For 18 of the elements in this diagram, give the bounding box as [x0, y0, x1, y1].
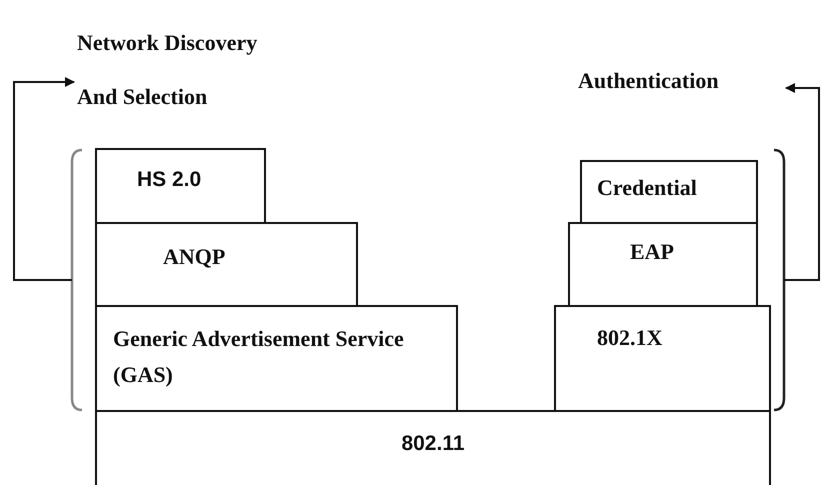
layer-label: 802.1X — [597, 325, 662, 351]
arrow — [13, 77, 75, 281]
heading-label: Network Discovery And Selection — [77, 29, 258, 111]
heading-label: Authentication — [578, 68, 719, 94]
arrow — [784, 83, 820, 281]
layer-label: Credential — [597, 175, 697, 201]
layer-label: HS 2.0 — [137, 168, 202, 192]
layer-label: Generic Advertisement Service (GAS) — [113, 325, 405, 389]
protocol-layer-box — [95, 410, 771, 485]
protocol-layer-box — [95, 148, 266, 224]
protocol-layer-box — [95, 305, 458, 412]
layer-label: EAP — [630, 239, 674, 265]
protocol-layer-box — [95, 222, 358, 307]
layer-label: ANQP — [163, 244, 226, 270]
protocol-layer-box — [580, 160, 758, 224]
layer-label: 802.11 — [400, 432, 466, 456]
protocol-layer-box — [568, 222, 758, 307]
protocol-layer-box — [554, 305, 771, 412]
